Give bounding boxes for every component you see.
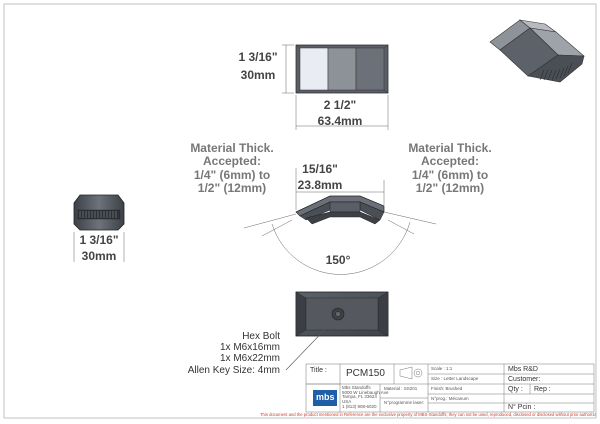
top-height-dimension <box>282 44 294 94</box>
top-length-metric: 63.4mm <box>317 114 363 128</box>
company-line-2: 5000 W Linebaugh Ave <box>342 389 389 395</box>
top-height-imperial: 1 3/16" <box>238 50 278 64</box>
material-right-line-1: Material Thick. <box>408 141 492 155</box>
center-width-imperial: 15/16" <box>302 162 338 176</box>
material-right-line-4: 1/2" (12mm) <box>415 181 485 196</box>
material-left-line-4: 1/2" (12mm) <box>197 181 267 196</box>
material-right-line-2: Accepted: <box>420 154 479 169</box>
material-left-line-3: 1/4" (6mm) to <box>193 167 271 182</box>
material-left-line-2: Accepted: <box>202 154 261 169</box>
hex-bolt-line-2: 1x M6x16mm <box>219 342 280 354</box>
projection-symbol-icon <box>399 366 423 380</box>
sheet-border <box>3 3 597 419</box>
prog-laser-field: N°programme laser: <box>384 400 425 405</box>
hex-bolt-line-1: Hex Bolt <box>242 331 280 342</box>
hex-bolt-line-4: Allen Key Size: 4mm <box>187 364 280 376</box>
center-width-metric: 23.8mm <box>297 178 343 192</box>
hex-bolt-line-3: 1x M6x22mm <box>219 353 280 365</box>
company-line-4: USA <box>342 399 352 405</box>
material-field: Material : SS201 <box>384 386 418 391</box>
scale-field: Scale : 1:1 <box>431 366 453 371</box>
title-value: PCM150 <box>346 368 385 379</box>
material-left-line-1: Material Thick. <box>190 141 274 155</box>
top-length-imperial: 2 1/2" <box>323 98 357 112</box>
center-width-dimension <box>295 168 385 210</box>
company-line-3: Tampa, FL 33624 <box>342 394 377 400</box>
side-height-dimension <box>73 232 125 262</box>
material-note-left: Material Thick. Accepted: 1/4" (6mm) to … <box>172 141 292 196</box>
top-height-metric: 30mm <box>240 68 276 82</box>
top-view-plate <box>295 44 389 94</box>
title-block <box>305 363 595 413</box>
hex-bolt-leader <box>285 319 335 371</box>
rep-field: Rep : <box>534 386 551 393</box>
customer-field: Customer: <box>508 376 541 383</box>
material-right-line-3: 1/4" (6mm) to <box>411 167 489 182</box>
company-address: Mbs Standoffs 5000 W Linebaugh Ave Tampa… <box>342 385 389 410</box>
disclaimer: This document and the product mentioned … <box>260 412 596 417</box>
side-height-metric: 30mm <box>81 249 117 263</box>
size-field: Size : Letter Landscape <box>431 376 479 381</box>
hex-bolt-note: Hex Bolt 1x M6x16mm 1x M6x22mm Allen Key… <box>180 331 280 376</box>
title-label: Title : <box>310 367 327 374</box>
mbs-rd: Mbs R&D <box>508 366 538 373</box>
angle-value: 150° <box>325 253 351 267</box>
iso-view-bracket <box>489 19 585 83</box>
angle-dimension <box>243 211 437 275</box>
qty-field: Qty : <box>508 386 523 393</box>
company-line-1: Mbs Standoffs <box>342 385 371 390</box>
part-no-field: N° Pcin : <box>508 404 536 411</box>
material-note-right: Material Thick. Accepted: 1/4" (6mm) to … <box>390 141 510 196</box>
mbs-logo <box>313 390 337 406</box>
logo-text: mbs <box>316 392 335 402</box>
company-line-5: 1 (813) 908-6020 <box>342 403 377 409</box>
finish-field: Finish: Brushed <box>431 386 463 391</box>
side-view-clamp <box>73 194 125 231</box>
bottom-view-plate <box>295 291 389 337</box>
front-view-clamp <box>295 195 385 225</box>
prog-field: N°prog.: Mécanum <box>431 396 469 401</box>
top-length-dimension <box>295 95 389 130</box>
side-height-imperial: 1 3/16" <box>79 233 119 247</box>
